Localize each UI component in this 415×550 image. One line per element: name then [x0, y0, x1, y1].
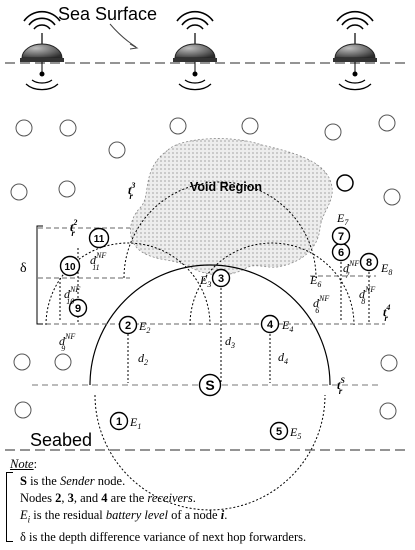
note-line-energy: Ei is the residual battery level of a no… — [20, 508, 228, 525]
delta-label: δ — [20, 261, 27, 276]
energy-label-7: E7 — [336, 211, 349, 227]
background-node — [108, 141, 126, 159]
note-legend: Note: S is the Sender node. Nodes 2, 3, … — [10, 456, 410, 546]
background-node — [324, 123, 342, 141]
node-5 — [269, 421, 289, 441]
node-1 — [109, 411, 129, 431]
note-line-receivers: Nodes 2, 3, and 4 are the receivers. — [20, 491, 196, 505]
energy-label-5: E5 — [289, 425, 301, 441]
energy-label-3: E3 — [199, 273, 211, 289]
sender-range — [89, 264, 331, 386]
background-node — [383, 188, 401, 206]
background-node — [241, 117, 259, 135]
range-arc-sender-lower — [94, 394, 326, 511]
node-10 — [59, 255, 81, 277]
sender-node — [198, 373, 222, 397]
sender-node-label: S — [205, 377, 214, 393]
highlighted-node — [336, 174, 354, 192]
background-node — [54, 353, 72, 371]
node-2-label: 2 — [125, 320, 131, 332]
sea-surface: Sea Surface — [5, 4, 410, 64]
range-arc-node2 — [45, 242, 211, 326]
background-node — [380, 354, 398, 372]
node-9 — [68, 298, 88, 318]
note-line-delta: δ is the depth difference variance of ne… — [20, 529, 307, 544]
node-5-label: 5 — [276, 426, 282, 438]
note-brace — [6, 472, 13, 542]
sea-surface-label: Sea Surface — [58, 4, 157, 24]
delta-bracket — [36, 225, 43, 325]
background-node-group — [10, 114, 401, 420]
surface-buoy — [173, 10, 217, 91]
node-8-label: 8 — [366, 257, 372, 269]
depth-reference-lines — [38, 227, 385, 325]
depth-label-2: d2 — [138, 351, 148, 367]
background-node — [58, 180, 76, 198]
node-11 — [88, 227, 110, 249]
surface-buoy — [20, 10, 64, 91]
range-arc-node3 — [123, 181, 317, 279]
node-2 — [118, 315, 138, 335]
transmission-ranges — [45, 181, 355, 511]
seabed-label: Seabed — [30, 430, 92, 450]
note-line-sender: S is the Sender node. — [20, 474, 126, 488]
node-7-label: 7 — [338, 231, 344, 243]
node-3-label: 3 — [218, 273, 224, 285]
node-6-label: 6 — [338, 247, 344, 259]
energy-label-4: E4 — [281, 318, 293, 334]
range-arc-node4 — [189, 242, 355, 326]
depth-label-3: d3 — [225, 334, 235, 350]
energy-label-2: E2 — [138, 319, 150, 335]
node-8 — [359, 252, 379, 272]
node-3 — [211, 268, 231, 288]
background-node — [14, 401, 32, 419]
node-9-label: 9 — [75, 303, 81, 315]
note-title: Note: — [10, 457, 38, 471]
energy-label-8: E8 — [380, 261, 392, 277]
background-node — [13, 353, 31, 371]
surface-buoy — [333, 10, 377, 91]
node-7 — [331, 226, 351, 246]
node-1-label: 1 — [116, 416, 122, 428]
energy-label-1: E1 — [129, 415, 141, 431]
background-node — [169, 117, 187, 135]
node-4-label: 4 — [267, 319, 274, 331]
depth-label-4: d4 — [278, 350, 288, 366]
background-node — [15, 119, 33, 137]
background-node — [10, 183, 28, 201]
seabed: Seabed — [5, 430, 410, 451]
background-node — [379, 402, 397, 420]
energy-label-6: E6 — [309, 273, 321, 289]
void-region — [130, 138, 333, 276]
node-4 — [260, 314, 280, 334]
node-10-label: 10 — [64, 262, 76, 273]
background-node — [378, 114, 396, 132]
void-region-label: Void Region — [190, 180, 262, 194]
background-node — [59, 119, 77, 137]
node-11-label: 11 — [94, 234, 105, 245]
